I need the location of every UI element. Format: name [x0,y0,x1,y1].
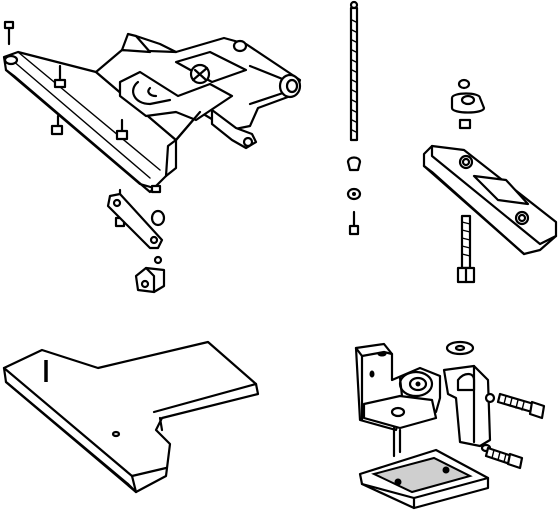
long-rod [349,0,359,142]
link-arm [106,188,166,265]
diamond-plate [422,144,558,256]
studs [3,20,162,194]
top-washers [450,78,486,130]
screws-right [484,392,546,470]
bracket-assembly [354,340,496,458]
rod-small-parts [346,156,362,236]
base-frame [2,32,302,194]
small-block [134,266,166,294]
t-plate [2,340,260,494]
base-pad [358,448,490,510]
long-bolt [456,214,476,284]
